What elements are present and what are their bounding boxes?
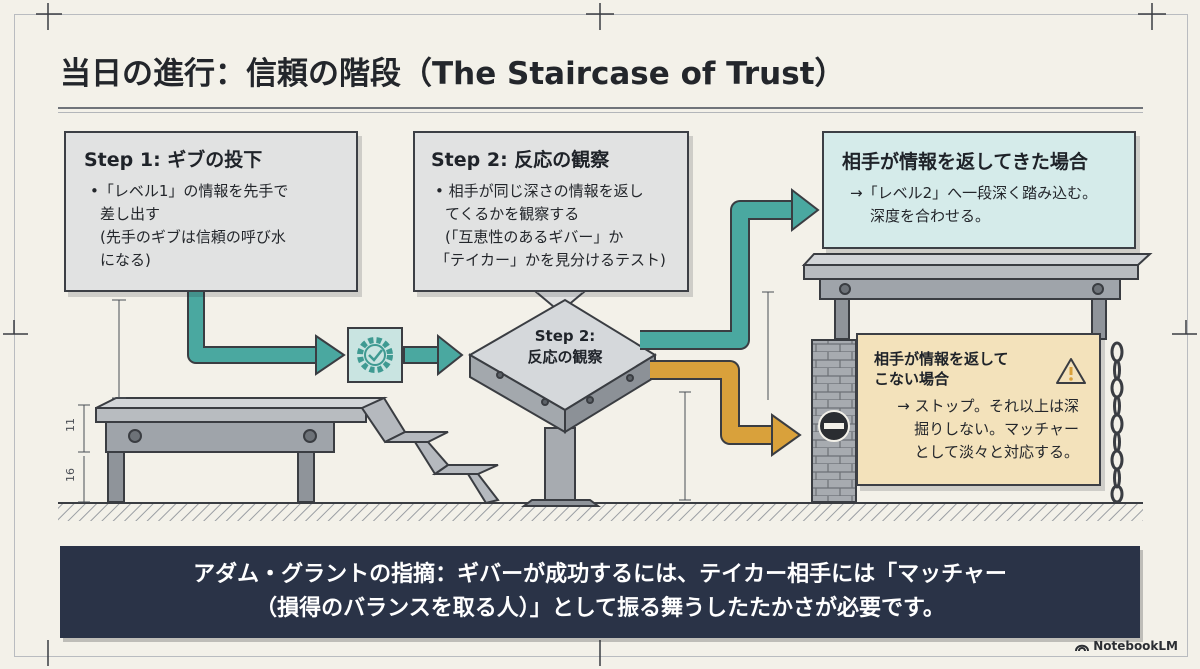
- card-noreturn-line: → ストップ。それ以上は深: [897, 397, 1079, 415]
- card-return-body: →「レベル2」へ一段深く踏み込む。 深度を合わせる。: [842, 182, 1120, 228]
- card-step1-line: (先手のギブは信頼の呼び水: [100, 228, 286, 246]
- arrow-check-to-platform: [403, 333, 464, 377]
- card-step1-line: •「レベル1」の情報を先手で: [90, 182, 289, 200]
- card-return-line: →「レベル2」へ一段深く踏み込む。: [850, 184, 1098, 202]
- card-step2-body: • 相手が同じ深さの情報を返し てくるかを観察する (「互恵性のあるギバー」か …: [431, 180, 675, 272]
- card-noreturn-line: 掘りしない。マッチャー: [914, 420, 1079, 438]
- warning-icon: [1056, 358, 1086, 384]
- card-step1-heading: Step 1: ギブの投下: [84, 149, 263, 171]
- card-noreturn-heading: 相手が情報を返して こない場合: [874, 349, 1087, 389]
- no-entry-icon: [818, 410, 850, 442]
- card-step2-line: 「テイカー」かを見分けるテスト): [435, 251, 666, 269]
- arrow-platform-to-noreturn: [650, 360, 802, 457]
- page-title: 当日の進行：信頼の階段（The Staircase of Trust）: [60, 56, 846, 92]
- banner-line-2: （損得のバランスを取る人）」として振る舞うしたたかさが必要です。: [255, 596, 945, 621]
- platform-step2: [468, 298, 657, 507]
- card-step2-line: てくるかを観察する: [445, 205, 580, 223]
- arrow-platform-to-return: [640, 187, 820, 350]
- arrow-step1-to-check: [187, 292, 346, 376]
- card-noreturn-heading-line: こない場合: [874, 370, 950, 388]
- card-step2-line: • 相手が同じ深さの情報を返し: [435, 182, 644, 200]
- dimension-lines-middle: [679, 291, 774, 501]
- card-step1: Step 1: ギブの投下 •「レベル1」の情報を先手で 差し出す (先手のギブ…: [64, 131, 358, 292]
- card-step1-body: •「レベル1」の情報を先手で 差し出す (先手のギブは信頼の呼び水 になる): [84, 180, 340, 272]
- card-return: 相手が情報を返してきた場合 →「レベル2」へ一段深く踏み込む。 深度を合わせる。: [822, 131, 1136, 249]
- gear-check-icon: [347, 327, 403, 383]
- platform-label: Step 2: 反応の観察: [505, 326, 625, 368]
- card-step1-line: 差し出す: [100, 205, 161, 223]
- brand-watermark: NotebookLM: [1075, 639, 1178, 653]
- ground-hatch: [58, 503, 1143, 521]
- title-rule: [58, 107, 1143, 109]
- upper-table: [801, 253, 1153, 340]
- notebooklm-logo-icon: [1075, 644, 1090, 652]
- brand-label: NotebookLM: [1093, 639, 1178, 653]
- dimension-lines-left: [78, 299, 126, 503]
- conclusion-banner: アダム・グラントの指摘：ギバーが成功するには、テイカー相手には「マッチャー （損…: [60, 546, 1140, 638]
- dimension-label-11: 11: [64, 418, 77, 432]
- card-step2-heading: Step 2: 反応の観察: [431, 149, 610, 171]
- chain: [1110, 341, 1124, 504]
- card-noreturn-heading-line: 相手が情報を返して: [874, 350, 1009, 368]
- dimension-label-16: 16: [64, 468, 77, 482]
- banner-line-1: アダム・グラントの指摘：ギバーが成功するには、テイカー相手には「マッチャー: [193, 562, 1007, 587]
- card-return-line: 深度を合わせる。: [870, 207, 991, 225]
- stairs: [360, 396, 500, 505]
- card-noreturn-line: として淡々と対応する。: [914, 443, 1079, 461]
- card-return-heading: 相手が情報を返してきた場合: [842, 151, 1088, 173]
- card-step1-line: になる): [100, 251, 151, 269]
- platform-label-line: Step 2:: [534, 327, 596, 345]
- crop-marks: [3, 3, 1197, 666]
- title-rule-thin: [58, 112, 1143, 113]
- card-noreturn-body: → ストップ。それ以上は深 掘りしない。マッチャー として淡々と対応する。: [874, 395, 1087, 464]
- card-step2: Step 2: 反応の観察 • 相手が同じ深さの情報を返し てくるかを観察する …: [413, 131, 689, 292]
- card-step2-line: (「互恵性のあるギバー」か: [445, 228, 624, 246]
- bench-step1: [95, 397, 388, 503]
- platform-label-line: 反応の観察: [527, 348, 603, 366]
- card-noreturn: 相手が情報を返して こない場合 → ストップ。それ以上は深 掘りしない。マッチャ…: [856, 333, 1101, 486]
